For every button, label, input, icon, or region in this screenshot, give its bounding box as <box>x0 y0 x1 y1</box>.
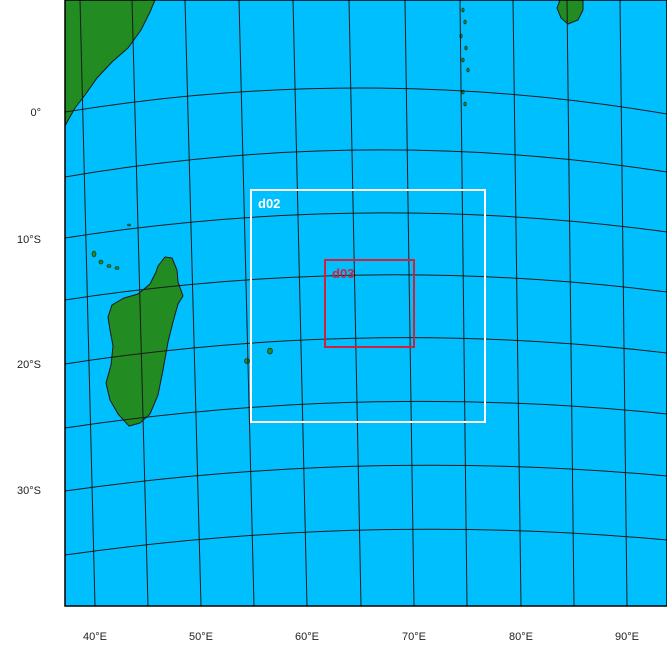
island-maldives-4 <box>464 45 468 51</box>
meridian-80e <box>512 0 522 606</box>
island-maldives-6 <box>466 67 470 73</box>
island-reunion <box>244 358 250 364</box>
island-maldives-8 <box>463 101 467 107</box>
lon-label-70e: 70°E <box>402 631 426 643</box>
meridian-85e <box>566 0 575 606</box>
lat-label-0: 0° <box>30 107 41 119</box>
longitude-labels: 40°E 50°E 60°E 70°E 80°E 90°E <box>83 631 639 643</box>
parallel-25s <box>65 400 667 429</box>
island-comoros-1 <box>91 250 97 258</box>
meridian-70e <box>404 0 415 606</box>
parallel-30s <box>65 464 667 492</box>
latitude-labels: 0° 10°S 20°S 30°S <box>17 107 41 497</box>
meridian-45e <box>131 0 149 606</box>
island-comoros-3 <box>106 264 112 268</box>
island-mauritius <box>267 347 273 355</box>
island-maldives-5 <box>461 57 465 63</box>
parallel-35s <box>65 528 667 556</box>
land-island-top <box>556 0 584 25</box>
island-maldives-2 <box>463 19 467 25</box>
meridian-75e <box>459 0 468 606</box>
lon-label-80e: 80°E <box>509 631 533 643</box>
map-frame <box>64 0 667 607</box>
island-comoros-4 <box>114 266 120 270</box>
meridian-50e <box>184 0 202 606</box>
meridian-60e <box>292 0 308 606</box>
island-comoros-2 <box>98 259 104 265</box>
meridian-55e <box>238 0 255 606</box>
lat-label-30s: 30°S <box>17 485 41 497</box>
domain-label-d03: d03 <box>332 266 354 281</box>
island-maldives-1 <box>461 7 465 13</box>
lon-label-40e: 40°E <box>83 631 107 643</box>
meridian-90e <box>619 0 628 606</box>
island-seychelles <box>127 223 131 227</box>
meridian-65e <box>348 0 362 606</box>
domain-label-d02: d02 <box>258 196 280 211</box>
parallel-5s <box>65 149 667 178</box>
parallel-10s <box>65 212 667 239</box>
parallel-20s <box>65 337 667 365</box>
domain-box-d02 <box>250 189 486 423</box>
lon-label-60e: 60°E <box>295 631 319 643</box>
meridian-35e <box>30 0 50 606</box>
domain-box-d03 <box>324 259 415 348</box>
lon-label-90e: 90°E <box>615 631 639 643</box>
small-islands <box>91 7 470 364</box>
graticule <box>30 0 667 606</box>
parallel-0 <box>65 87 667 115</box>
parallel-15s <box>65 274 667 301</box>
meridian-40e <box>79 0 96 606</box>
lon-label-50e: 50°E <box>189 631 213 643</box>
lat-label-10s: 10°S <box>17 234 41 246</box>
land-madagascar <box>105 256 184 427</box>
lat-label-20s: 20°S <box>17 359 41 371</box>
